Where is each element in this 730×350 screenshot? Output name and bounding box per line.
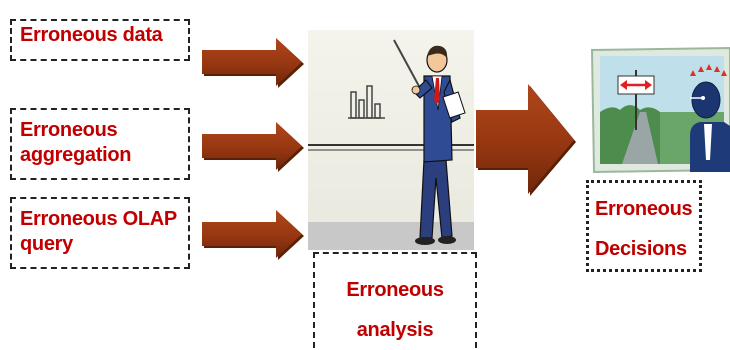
label-line: Erroneous OLAP (20, 208, 177, 230)
label-line: analysis (356, 319, 434, 341)
label-line: Erroneous (20, 119, 118, 141)
input-box-erroneous-data: Erroneous data (10, 19, 190, 61)
arrow-output (476, 84, 576, 196)
label-line: aggregation (20, 144, 132, 166)
output-box-erroneous-decisions: Erroneous Decisions (586, 180, 702, 272)
label-line: query (20, 233, 73, 255)
label-line: Erroneous (595, 198, 693, 220)
center-box-erroneous-analysis: Erroneous analysis (313, 252, 477, 348)
input-box-erroneous-aggregation: Erroneous aggregation (10, 108, 190, 180)
decision-illustration (590, 46, 730, 174)
label-line: Decisions (595, 238, 687, 260)
arrow-input-data (202, 38, 304, 88)
board-bar-chart-icon (348, 85, 385, 119)
label-line: Erroneous data (20, 24, 163, 46)
diagram-canvas (202, 30, 730, 260)
arrow-input-olap (202, 210, 304, 260)
paper (442, 91, 466, 119)
arrow-input-aggregation (202, 122, 304, 172)
label-line: Erroneous (346, 279, 444, 301)
input-box-erroneous-olap-query: Erroneous OLAP query (10, 197, 190, 269)
pointer-stick (393, 39, 421, 89)
businessman-head (691, 81, 721, 119)
presenter-illustration (308, 30, 474, 250)
